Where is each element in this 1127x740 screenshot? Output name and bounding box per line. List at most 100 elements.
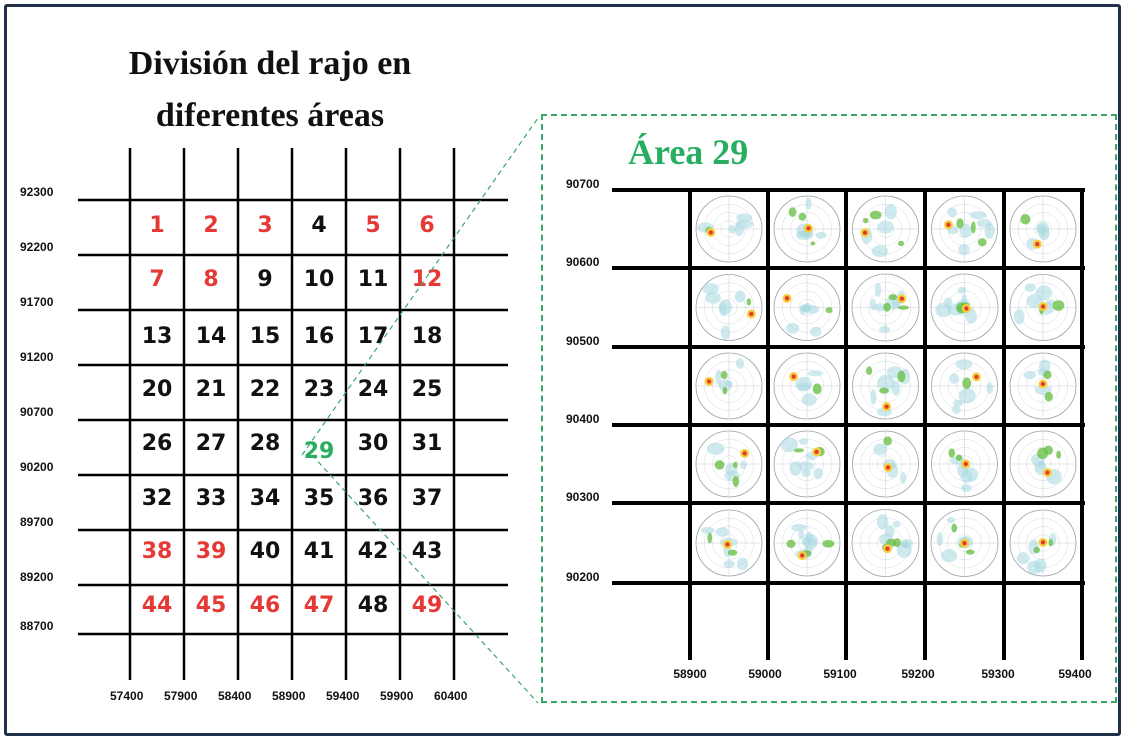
density-blob [799,438,808,445]
density-peak [862,230,868,235]
grid-cell-number: 43 [412,539,443,564]
grid-x-tick-label: 57900 [164,689,198,703]
density-blob-mid [883,436,892,446]
stereonet-plot [693,193,765,265]
grid-cell-number: 17 [358,324,389,349]
grid-cell-number: 9 [257,267,272,292]
grid-cell-number: 8 [203,267,218,292]
density-blob [869,298,877,311]
density-blob [874,282,882,298]
inset-y-tick-label: 90600 [566,255,600,269]
density-blob [809,326,822,337]
density-blob [815,231,827,239]
density-blob [786,322,800,334]
density-blob [801,393,817,407]
density-blob-mid [862,217,869,224]
density-blob [734,221,744,237]
grid-cell-number: 18 [412,324,443,349]
density-blob [892,521,901,528]
density-blob [1013,308,1025,325]
stereonet-plot [693,271,765,344]
density-blob [1035,285,1053,300]
density-blob [947,207,957,218]
density-blob [877,374,895,391]
stereonet-plot [928,428,1001,500]
density-peak [1040,381,1046,387]
grid-cell-number: 29 [304,439,335,464]
density-blob [884,203,897,220]
grid-cell-number: 27 [196,431,227,456]
density-blob-mid [714,460,725,470]
grid-x-tick-label: 60400 [434,689,468,703]
density-peak [884,404,889,409]
density-blob-mid [746,298,752,306]
density-blob [736,213,753,223]
grid-cell-number: 14 [196,324,227,349]
grid-cell-number: 31 [412,431,443,456]
grid-cell-number: 42 [358,539,389,564]
zoom-line-top [301,117,539,456]
grid-cell-number: 1 [149,213,164,238]
grid-cell-number: 45 [196,593,227,618]
stereonet-plot [928,350,1001,422]
grid-cell-number: 25 [412,377,443,402]
stereonet-plot [771,271,843,344]
density-peak [791,374,796,379]
density-peak [800,553,805,558]
stereonet-plot [928,506,1001,580]
stereonet-plot [771,506,843,580]
density-blob-mid [951,523,958,533]
density-blob [896,542,912,558]
grid-y-tick-label: 91200 [20,350,54,364]
grid-cell-number: 2 [203,213,218,238]
grid-cell-number: 32 [142,486,173,511]
stereonet-plot [849,193,922,265]
density-blob-mid [786,539,796,549]
grid-cell-number: 28 [250,431,281,456]
density-blob-mid [1020,213,1031,225]
inset-y-tick-label: 90300 [566,490,600,504]
density-blob [958,388,976,404]
density-blob [706,442,725,455]
density-blob [1023,370,1036,380]
stereonet-plot [928,193,1001,265]
grid-cell-number: 47 [304,593,335,618]
grid-cell-number: 13 [142,324,173,349]
grid-cell-number: 3 [257,213,272,238]
density-blob-mid [788,207,797,217]
density-blob [802,533,819,550]
density-peak [742,451,747,456]
inset-x-tick-label: 59000 [748,667,782,681]
stereonet-plot [771,428,843,500]
density-blob-mid [977,238,987,247]
density-blob [946,516,956,524]
density-peak [725,542,730,547]
density-blob [1036,221,1050,236]
grid-cell-number: 39 [196,539,227,564]
grid-cell-number: 21 [196,377,227,402]
grid-cell-number: 5 [365,213,380,238]
density-blob-mid [822,539,835,548]
density-blob [798,530,805,540]
grid-x-tick-label: 58400 [218,689,252,703]
density-peak [1040,540,1046,545]
stereonet-plot [771,350,843,422]
grid-x-tick-label: 59900 [380,689,414,703]
density-blob-mid [888,294,898,301]
grid-cell-number: 37 [412,486,443,511]
density-blob [958,244,970,256]
density-blob-mid [727,549,738,556]
density-blob [935,302,952,318]
grid-cell-number: 7 [149,267,164,292]
density-blob [949,373,960,384]
grid-cell-number: 36 [358,486,389,511]
grid-cell-number: 11 [358,267,389,292]
inset-dashed-box [541,114,1117,703]
density-blob [899,471,907,484]
density-peak [806,226,811,231]
grid-cell-number: 44 [142,593,173,618]
density-blob-mid [970,221,976,234]
density-blob [1016,552,1030,565]
inset-x-tick-label: 59400 [1058,667,1092,681]
stereonet-plot [693,350,765,422]
